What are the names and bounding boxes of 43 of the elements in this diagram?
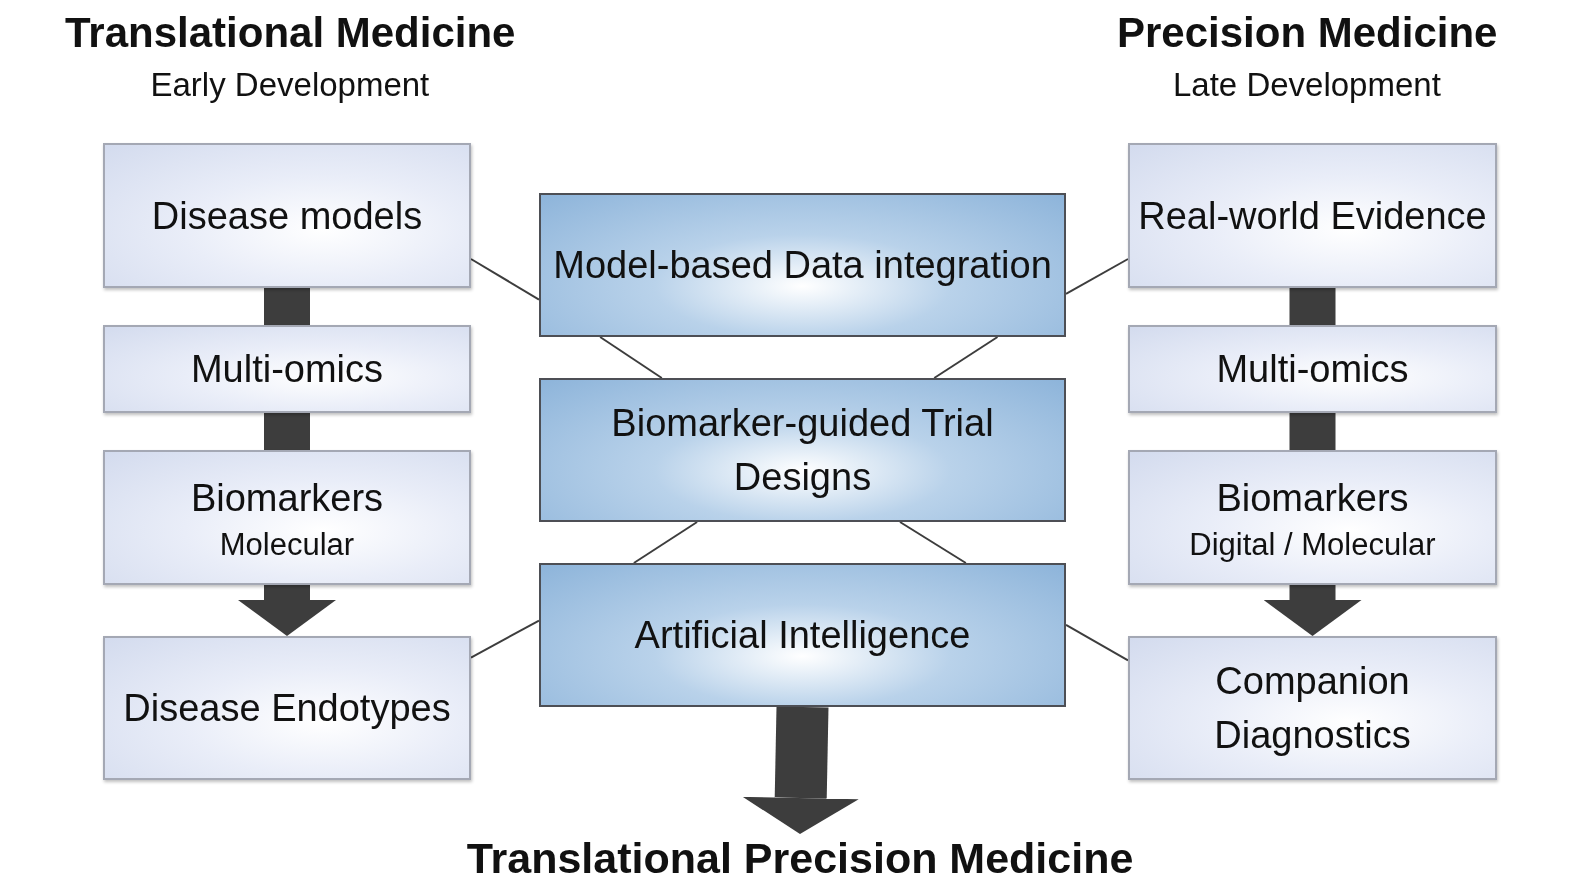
connector-line	[470, 619, 540, 659]
box-title: Real-world Evidence	[1137, 193, 1488, 239]
method-box	[539, 563, 1066, 707]
block-arrow	[1263, 585, 1362, 636]
connector-line	[899, 521, 967, 564]
connector-line	[1065, 623, 1129, 662]
box-title: Disease Endotypes	[122, 686, 452, 731]
method-box	[539, 378, 1066, 522]
connector-bar	[264, 413, 310, 450]
process-box	[103, 325, 471, 413]
process-box	[103, 450, 471, 585]
box-title: Biomarkers	[189, 475, 385, 521]
box-subtitle: Digital / Molecular	[1188, 525, 1437, 564]
section-subheading: Early Development	[150, 65, 430, 105]
connector-bar	[264, 288, 310, 325]
process-box	[1128, 325, 1497, 413]
box-title: Biomarker-guided Trial Designs	[610, 401, 995, 500]
process-box	[103, 636, 471, 780]
process-box	[103, 143, 471, 288]
connector-bar	[1289, 288, 1336, 325]
connector-line	[1065, 258, 1129, 295]
connector-line	[933, 336, 999, 379]
box-title: Companion Diagnostics	[1213, 659, 1412, 758]
connector-line	[470, 258, 540, 301]
block-arrow	[238, 585, 336, 636]
section-heading: Translational Medicine	[65, 8, 516, 58]
box-subtitle: Molecular	[218, 525, 356, 564]
box-title: Biomarkers	[1215, 475, 1410, 521]
connector-line	[599, 336, 663, 379]
process-box	[1128, 636, 1497, 780]
box-title: Multi-omics	[189, 347, 385, 392]
method-box	[539, 193, 1066, 337]
process-box	[1128, 143, 1497, 288]
box-title: Model-based Data integration	[552, 243, 1053, 288]
connector-bar	[1289, 413, 1336, 450]
box-title: Multi-omics	[1215, 347, 1410, 392]
connector-line	[632, 521, 699, 564]
process-box	[1128, 450, 1497, 585]
section-heading: Precision Medicine	[1117, 8, 1498, 58]
box-title: Disease models	[150, 193, 424, 239]
box-title: Artificial Intelligence	[633, 613, 972, 658]
outcome-heading: Translational Precision Medicine	[466, 834, 1134, 882]
section-subheading: Late Development	[1173, 65, 1441, 105]
